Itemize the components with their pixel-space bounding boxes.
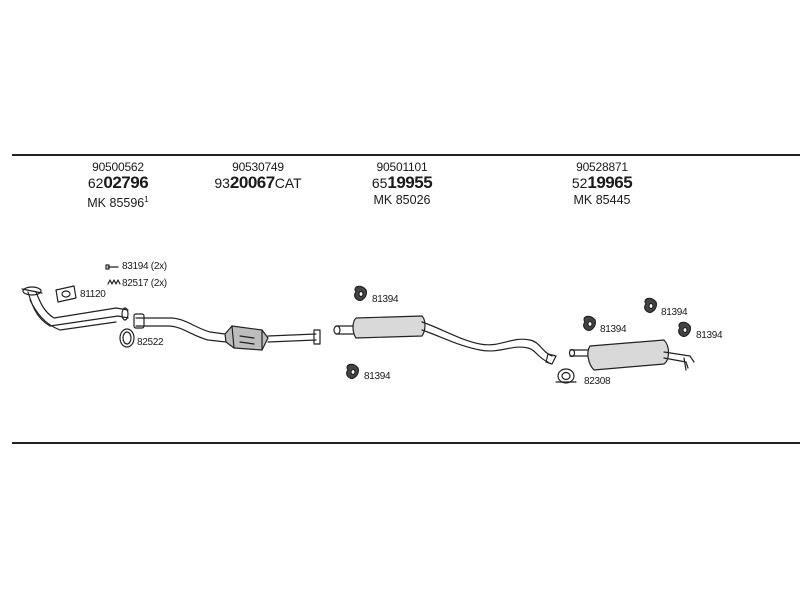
article-number: 9320067CAT <box>214 173 302 192</box>
article-number: 5219965 <box>571 173 633 192</box>
catalyst-pipe <box>133 313 321 351</box>
part-number: 90501101 <box>376 160 428 174</box>
mk-number: MK 855961 <box>87 195 149 211</box>
middle-silencer <box>333 315 557 365</box>
bolt-icon <box>105 264 119 270</box>
hanger-label: 81394 <box>661 307 688 318</box>
gasket-icon <box>55 285 77 303</box>
section-header-catalyst: 90530749 9320067CAT <box>178 160 338 192</box>
bottom-divider <box>12 442 800 444</box>
hanger-label: 81394 <box>364 371 391 382</box>
mk-number: MK 85445 <box>573 193 631 207</box>
part-number: 90528871 <box>576 160 628 174</box>
article-number: 6202796 <box>87 173 149 192</box>
part-number: 90530749 <box>232 160 284 174</box>
article-number: 6519955 <box>371 173 433 192</box>
mk-number: MK 85026 <box>373 193 431 207</box>
top-divider <box>12 154 800 156</box>
hanger-label: 81394 <box>600 324 627 335</box>
clamp-label: 82308 <box>584 376 611 387</box>
part-number: 90500562 <box>92 160 144 174</box>
ring-icon <box>119 328 135 348</box>
hanger-label: 81394 <box>696 330 723 341</box>
spring-icon <box>107 279 121 285</box>
section-header-front-pipe: 90500562 6202796 MK 855961 <box>38 160 198 211</box>
section-header-middle-silencer: 90501101 6519955 MK 85026 <box>322 160 482 208</box>
hanger-icon <box>583 315 596 331</box>
hanger-label: 81394 <box>372 294 399 305</box>
bolt-label: 83194 (2x) <box>122 261 167 272</box>
spring-label: 82517 (2x) <box>122 278 167 289</box>
hanger-icon <box>346 363 359 379</box>
hanger-icon <box>678 321 691 337</box>
hanger-icon <box>354 285 367 301</box>
front-pipe <box>21 286 129 331</box>
clamp-icon <box>555 368 577 384</box>
hanger-icon <box>644 297 657 313</box>
section-header-rear-silencer: 90528871 5219965 MK 85445 <box>522 160 682 208</box>
rear-silencer <box>568 339 695 371</box>
gasket-label: 81120 <box>80 289 106 300</box>
ring-label: 82522 <box>137 337 164 348</box>
